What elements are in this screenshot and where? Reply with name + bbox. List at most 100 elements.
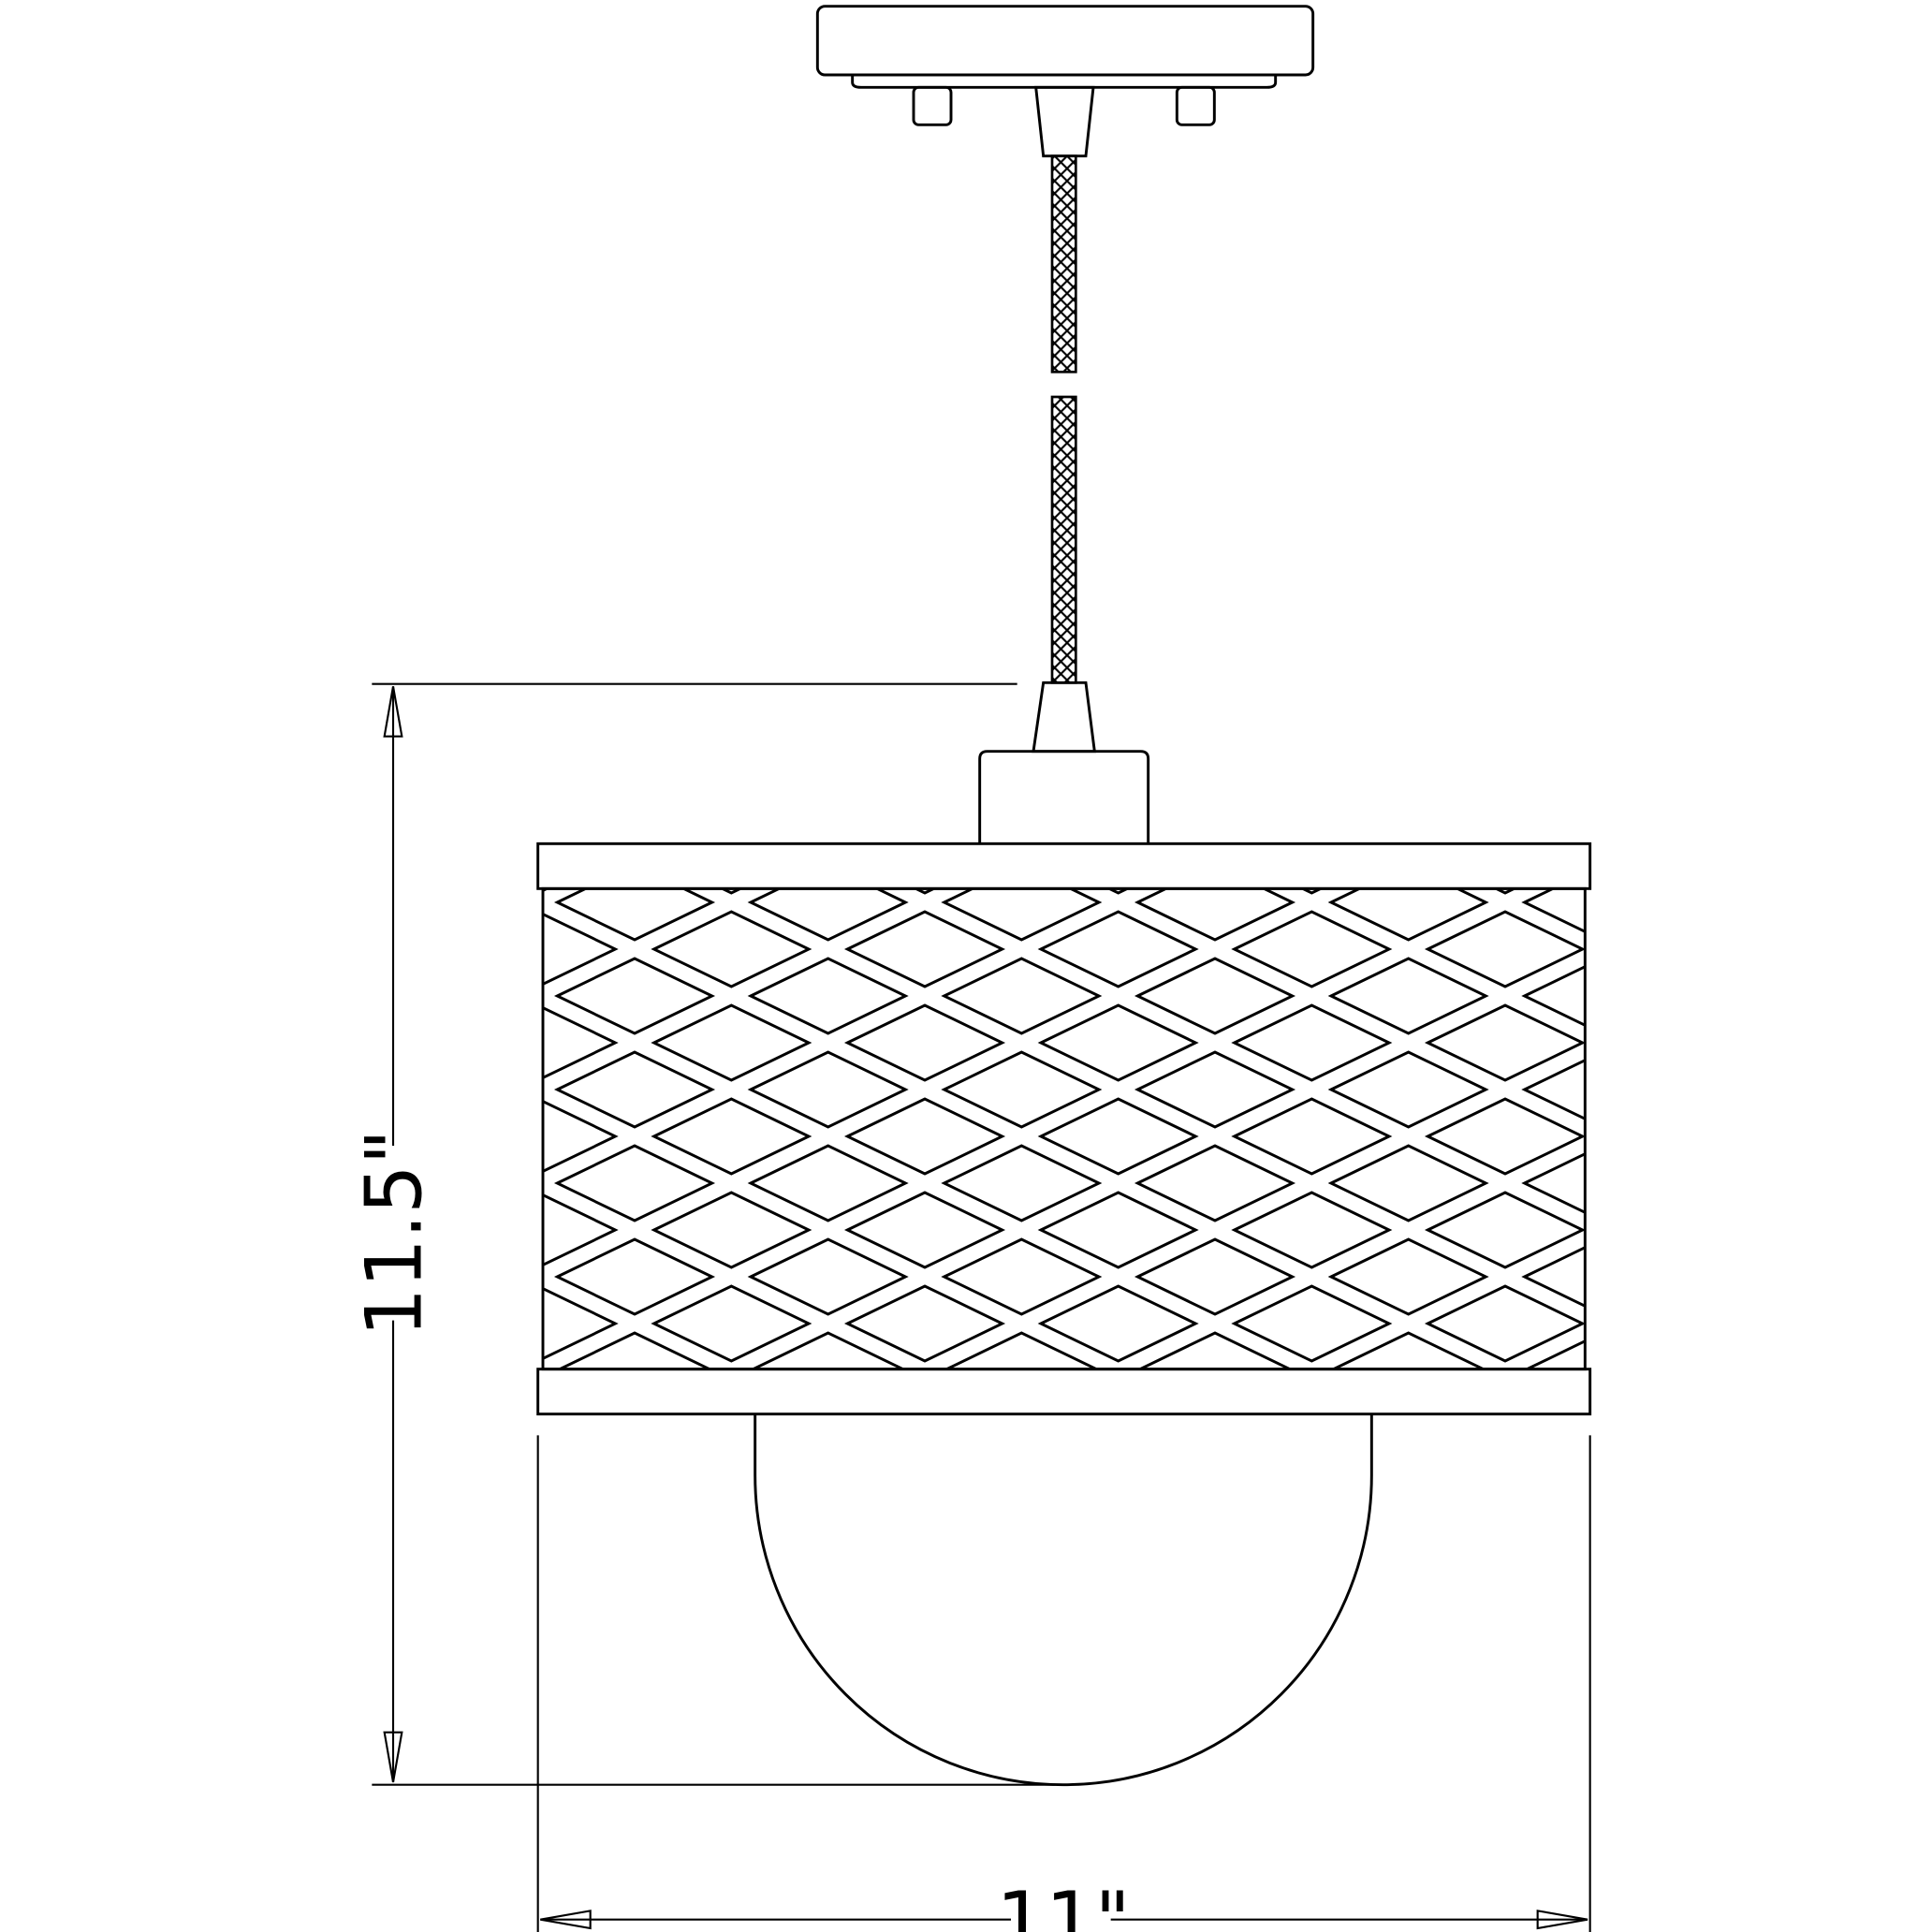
lattice-diamond bbox=[543, 1099, 619, 1174]
lattice-diamond bbox=[1134, 1237, 1296, 1316]
lattice-diamond bbox=[1231, 1003, 1393, 1082]
lattice-diamond bbox=[1621, 1473, 1776, 1548]
lattice-diamond bbox=[170, 1052, 325, 1127]
lattice-diamond bbox=[1718, 1333, 1872, 1408]
glass-globe bbox=[754, 1413, 1373, 1787]
lattice-diamond bbox=[843, 1191, 1006, 1269]
lattice-diamond bbox=[747, 957, 909, 1035]
lattice-diamond bbox=[364, 1052, 519, 1127]
shade-top-band bbox=[536, 842, 1592, 890]
lattice-diamond bbox=[1815, 1005, 1932, 1080]
lattice-diamond bbox=[1492, 888, 1518, 895]
lattice-diamond bbox=[1331, 1427, 1486, 1501]
lattice-diamond bbox=[170, 771, 325, 846]
lattice-diamond bbox=[1521, 1246, 1586, 1308]
lattice-diamond bbox=[1231, 1191, 1393, 1269]
lattice-diamond bbox=[1718, 1239, 1872, 1314]
lattice-diamond bbox=[750, 1331, 906, 1369]
width-dimension: 11" bbox=[536, 1435, 1591, 1932]
lattice-diamond bbox=[719, 888, 744, 895]
lattice-diamond bbox=[553, 1050, 716, 1129]
arrow-right-icon bbox=[1536, 1910, 1588, 1930]
lattice-diamond bbox=[944, 771, 1099, 846]
lattice-diamond bbox=[747, 888, 909, 942]
height-dimension: 11.5" bbox=[349, 682, 1055, 1786]
lattice-diamond bbox=[1037, 910, 1199, 988]
lattice-diamond bbox=[267, 818, 421, 893]
lattice-diamond bbox=[1424, 1191, 1586, 1269]
lattice-diamond bbox=[1718, 1146, 1872, 1221]
lattice-diamond bbox=[364, 1333, 519, 1408]
lattice-diamond bbox=[553, 957, 716, 1035]
top-cord-collar bbox=[1034, 85, 1095, 158]
lattice-diamond bbox=[1815, 818, 1932, 893]
lattice-diamond bbox=[556, 1331, 713, 1369]
lattice-diamond bbox=[651, 1284, 812, 1363]
lattice-diamond bbox=[1137, 1427, 1292, 1501]
lattice-diamond bbox=[944, 1331, 1100, 1369]
lattice-diamond bbox=[1718, 1427, 1872, 1501]
height-label: 11.5" bbox=[349, 1129, 439, 1337]
lattice-diamond bbox=[543, 1286, 619, 1361]
lattice-diamond bbox=[1911, 959, 1932, 1033]
lattice-diamond bbox=[654, 1380, 809, 1455]
canopy-screw-right bbox=[1175, 85, 1216, 126]
lattice-diamond bbox=[267, 912, 421, 987]
lattice-diamond bbox=[1521, 965, 1586, 1027]
lattice-diamond bbox=[1037, 1003, 1199, 1082]
lattice-diamond bbox=[651, 910, 812, 988]
lattice-diamond bbox=[1136, 1331, 1294, 1369]
arrow-down-icon bbox=[383, 1731, 403, 1783]
lattice-diamond bbox=[553, 888, 716, 942]
lattice-diamond bbox=[170, 1333, 325, 1408]
lattice-diamond bbox=[1911, 771, 1932, 846]
lattice-diamond bbox=[1525, 771, 1679, 846]
lattice-diamond bbox=[1041, 1380, 1195, 1455]
canopy-screw-left bbox=[912, 85, 953, 126]
lattice-diamond bbox=[1621, 1193, 1776, 1267]
lattice-diamond bbox=[941, 1050, 1103, 1129]
lattice-diamond bbox=[543, 1005, 619, 1080]
lattice-diamond bbox=[543, 912, 619, 987]
lattice-diamond bbox=[1037, 1191, 1199, 1269]
lattice-diamond bbox=[1134, 888, 1296, 942]
lattice-diamond bbox=[1815, 912, 1932, 987]
lattice-diamond bbox=[1911, 1146, 1932, 1221]
arrow-left-icon bbox=[540, 1910, 592, 1930]
lattice-diamond bbox=[847, 1380, 1002, 1455]
lattice-diamond bbox=[170, 1427, 325, 1501]
lattice-diamond bbox=[651, 1191, 812, 1269]
lattice-diamond bbox=[1327, 888, 1489, 942]
lattice-diamond bbox=[543, 1193, 619, 1267]
diamond-lattice bbox=[170, 771, 1932, 1548]
lattice-diamond bbox=[1911, 1333, 1932, 1408]
lattice-diamond bbox=[1427, 1380, 1582, 1455]
lattice-diamond bbox=[170, 1146, 325, 1221]
lattice-diamond bbox=[1327, 957, 1489, 1035]
lattice-diamond bbox=[1911, 1052, 1932, 1127]
lattice-diamond bbox=[1621, 1005, 1776, 1080]
shade-bottom-band bbox=[536, 1368, 1592, 1416]
lattice-diamond bbox=[1134, 1144, 1296, 1222]
lattice-diamond bbox=[1424, 910, 1586, 988]
lattice-diamond bbox=[1134, 957, 1296, 1035]
lattice-diamond bbox=[1621, 1099, 1776, 1174]
lattice-diamond bbox=[267, 1005, 421, 1080]
lattice-diamond bbox=[747, 1237, 909, 1316]
lattice-diamond bbox=[364, 959, 519, 1033]
lattice-diamond bbox=[1327, 1144, 1489, 1222]
lattice-diamond bbox=[747, 1050, 909, 1129]
lattice-diamond bbox=[843, 1284, 1006, 1363]
lattice-diamond bbox=[553, 1237, 716, 1316]
lattice-diamond bbox=[170, 959, 325, 1033]
lattice-diamond bbox=[843, 910, 1006, 988]
lattice-diamond bbox=[1424, 1003, 1586, 1082]
lattice-diamond bbox=[1231, 910, 1393, 988]
width-label: 11" bbox=[996, 1876, 1130, 1932]
lattice-diamond bbox=[1815, 1193, 1932, 1267]
lattice-diamond bbox=[1327, 1237, 1489, 1316]
lattice-diamond bbox=[170, 865, 325, 940]
lattice-diamond bbox=[1037, 1284, 1199, 1363]
lattice-diamond bbox=[1105, 888, 1131, 895]
